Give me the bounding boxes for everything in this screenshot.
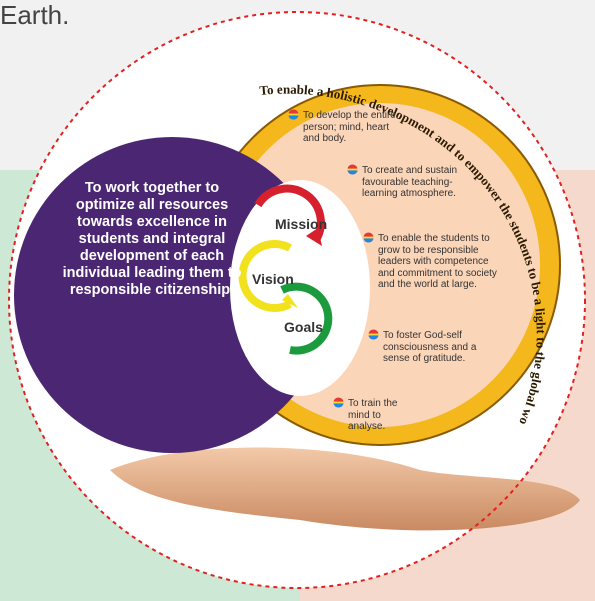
goal-item-4: To foster God-self consciousness and a s… [368, 329, 493, 365]
goal-item-1: To develop the entire person; mind, hear… [288, 109, 403, 145]
purple-statement: To work together to optimize all resourc… [62, 180, 242, 298]
rainbow-bullet-icon [288, 109, 299, 120]
goal-item-text: To foster God-self consciousness and a s… [383, 330, 477, 364]
goal-item-text: To create and sustain favourable teachin… [362, 165, 458, 199]
mission-arc [254, 184, 325, 243]
rainbow-bullet-icon [347, 164, 358, 175]
rainbow-bullet-icon [363, 232, 374, 243]
goals-arc [280, 282, 333, 355]
goal-item-text: To train the mind to analyse. [348, 398, 398, 432]
goal-item-text: To develop the entire person; mind, hear… [303, 110, 396, 144]
mission-arrow-icon [306, 228, 322, 246]
mission-label: Mission [275, 216, 328, 232]
goal-item-3: To enable the students to grow to be res… [363, 232, 498, 291]
goal-item-2: To create and sustain favourable teachin… [347, 164, 462, 200]
dashed-border [8, 11, 586, 589]
rainbow-bullet-icon [368, 329, 379, 340]
goal-item-text: To enable the students to grow to be res… [378, 233, 497, 290]
header-text-fragment: Earth. [0, 0, 70, 30]
goal-item-5: To train the mind to analyse. [333, 397, 408, 433]
vision-arc [238, 240, 292, 312]
goals-label: Goals [284, 319, 323, 335]
rainbow-bullet-icon [333, 397, 344, 408]
vision-arrow-icon [282, 294, 298, 308]
vision-label: Vision [252, 271, 294, 287]
hand-image [110, 447, 580, 531]
